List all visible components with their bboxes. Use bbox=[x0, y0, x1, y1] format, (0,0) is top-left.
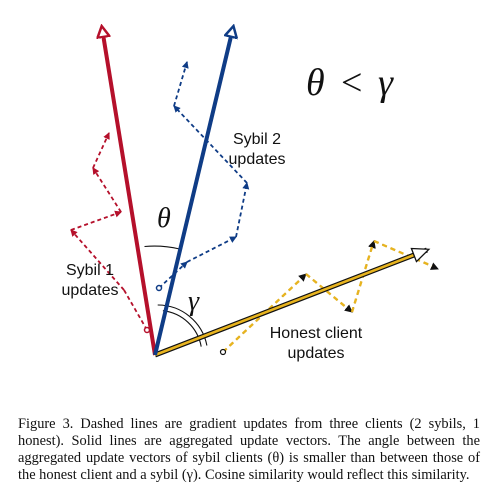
theta-symbol: θ bbox=[157, 203, 171, 234]
sybil2-update-nodes bbox=[155, 284, 163, 292]
diagram: Sybil 1 updates Sybil 2 updates Honest c… bbox=[62, 0, 439, 362]
equation: θ < γ bbox=[306, 62, 394, 104]
sybil2-aggregate-vector bbox=[153, 28, 233, 356]
honest-update-nodes bbox=[219, 348, 227, 356]
gamma-symbol: γ bbox=[188, 286, 200, 317]
honest-label-line1: Honest client bbox=[270, 325, 363, 342]
sybil1-label-line2: updates bbox=[62, 282, 119, 299]
equation-operator: < bbox=[341, 62, 362, 104]
sybil1-aggregate-vector bbox=[102, 28, 157, 356]
sybil2-label-line1: Sybil 2 bbox=[233, 131, 281, 148]
honest-updates-fill bbox=[222, 239, 433, 353]
sybil1-label-line1: Sybil 1 bbox=[66, 262, 114, 279]
theta-arc bbox=[144, 245, 180, 250]
equation-rhs: γ bbox=[378, 62, 394, 104]
sybil1-updates bbox=[70, 132, 148, 331]
gamma-arc-2 bbox=[162, 310, 202, 347]
figure-caption: Figure 3. Dashed lines are gradient upda… bbox=[18, 416, 480, 484]
sybil2-updates bbox=[158, 61, 250, 289]
honest-aggregate-vector bbox=[154, 247, 431, 357]
equation-lhs: θ bbox=[306, 62, 325, 104]
sybil2-label-line2: updates bbox=[229, 151, 286, 168]
honest-label-line2: updates bbox=[288, 345, 345, 362]
